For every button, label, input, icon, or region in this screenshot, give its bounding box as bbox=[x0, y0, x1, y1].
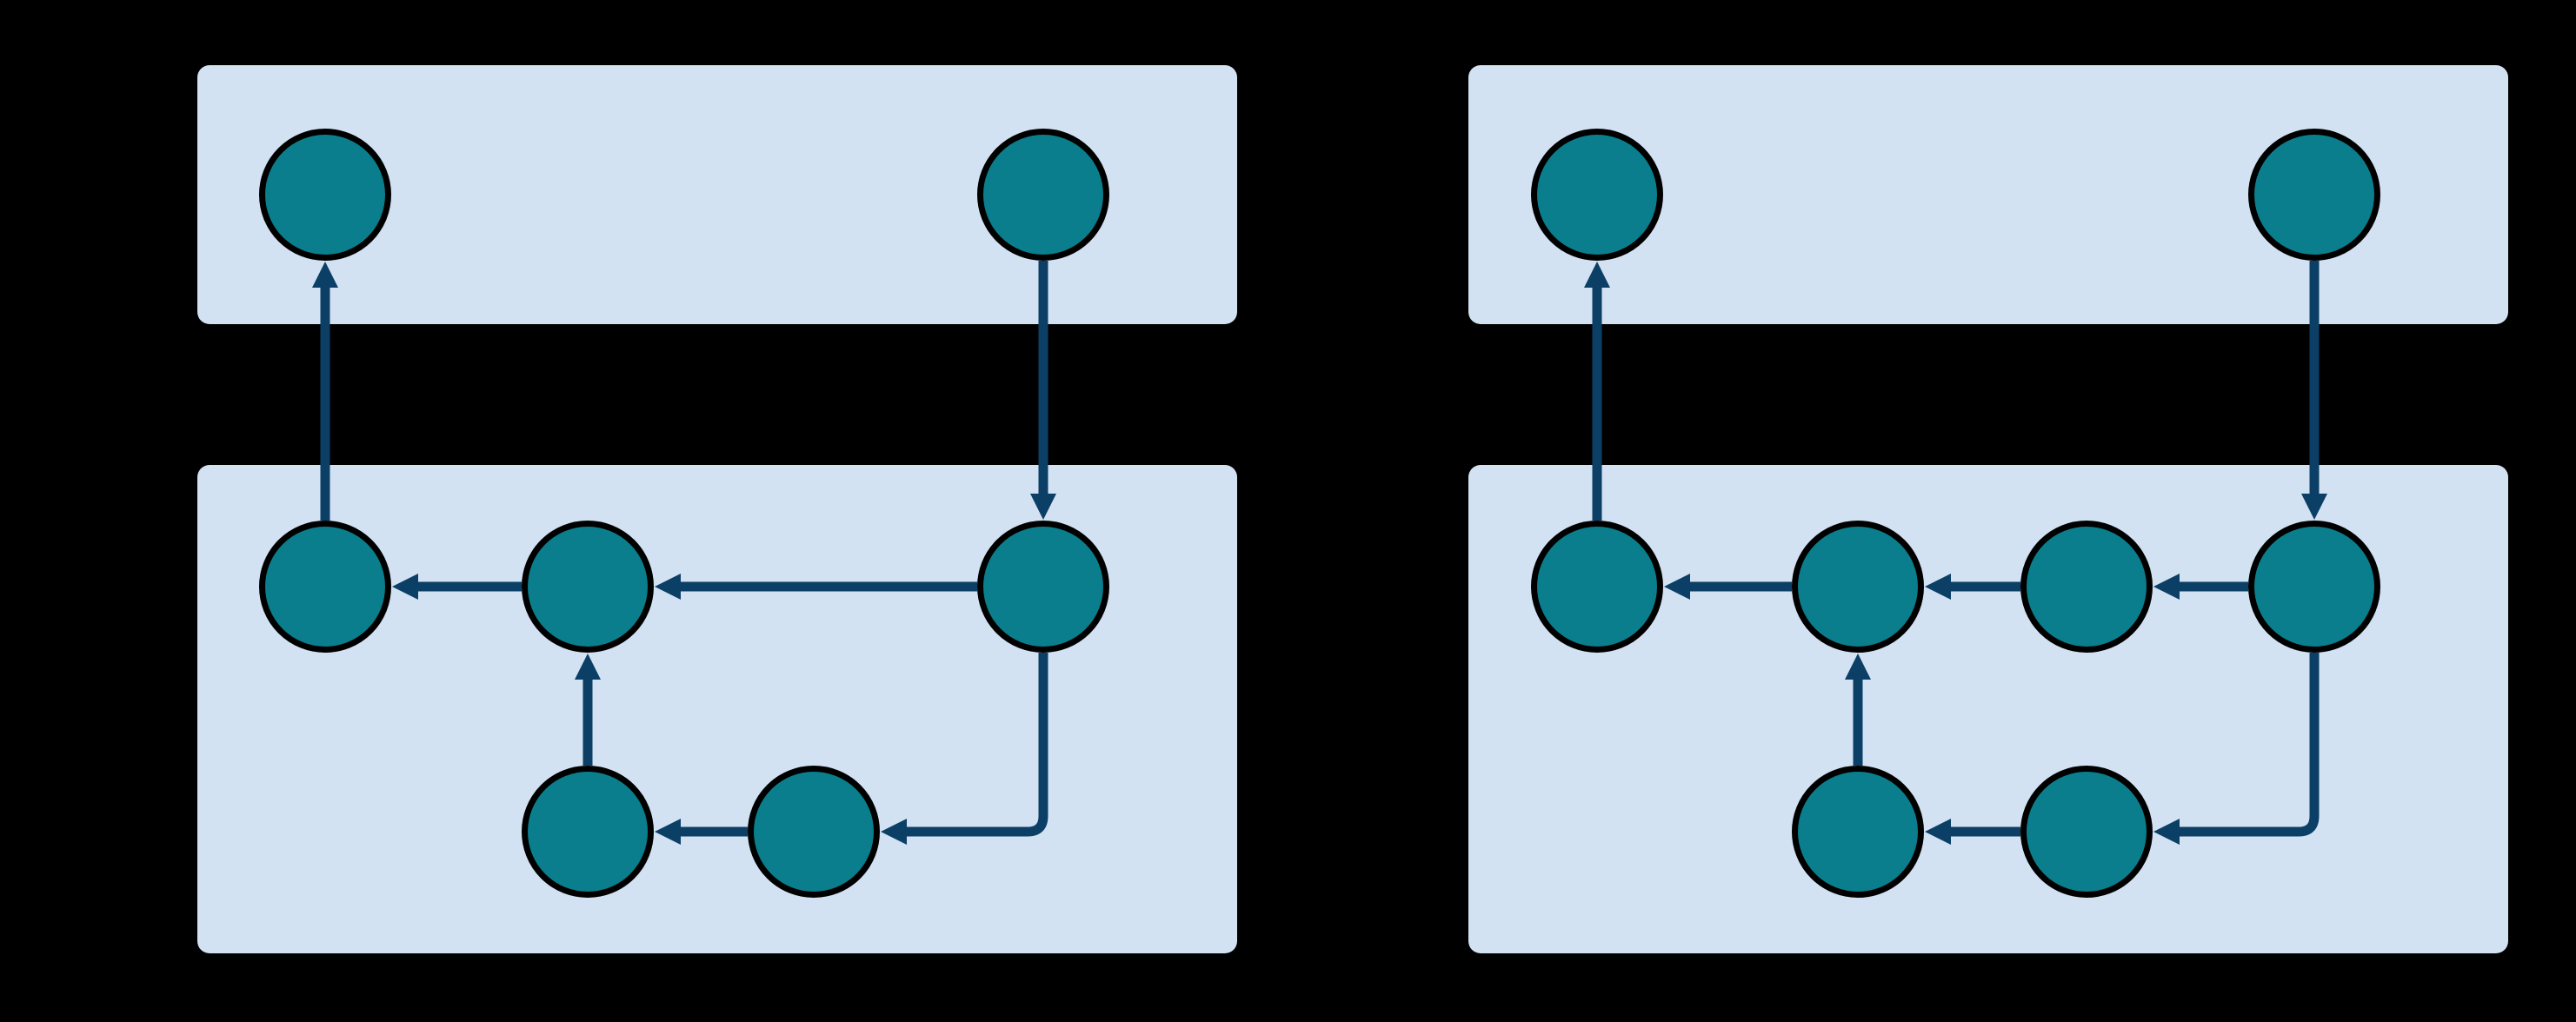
commit-node-right-top-2 bbox=[2248, 129, 2380, 261]
edge-arrow-left-row1-3-to-left-row2-2 bbox=[881, 653, 1048, 845]
commit-node-right-row1-4 bbox=[2248, 521, 2380, 653]
edge-arrow-right-row1-4-to-right-row2-2 bbox=[2153, 653, 2320, 845]
edge-arrow-left-row2-1-to-left-row1-2 bbox=[575, 654, 601, 766]
commit-node-right-row2-2 bbox=[2020, 766, 2153, 898]
right-top-lane-panel bbox=[1468, 65, 2508, 324]
commit-node-right-top-1 bbox=[1531, 129, 1663, 261]
edge-arrow-right-row1-1-to-right-top-1 bbox=[1584, 262, 1610, 521]
commit-node-right-row1-2 bbox=[1792, 521, 1924, 653]
edge-arrow-left-row1-3-to-left-row1-2 bbox=[655, 574, 977, 600]
edge-line bbox=[896, 653, 1048, 837]
edge-arrow-right-row1-4-to-right-row1-3 bbox=[2153, 574, 2248, 600]
arrowhead bbox=[1925, 819, 1951, 845]
arrowhead bbox=[2301, 494, 2327, 520]
arrowhead bbox=[2153, 819, 2180, 845]
edge-arrow-right-row1-3-to-right-row1-2 bbox=[1925, 574, 2020, 600]
edge-arrow-left-row1-1-to-left-top-1 bbox=[312, 262, 338, 521]
commit-node-right-row1-1 bbox=[1531, 521, 1663, 653]
arrowhead bbox=[392, 574, 418, 600]
arrowhead bbox=[1030, 494, 1056, 520]
commit-node-right-row1-3 bbox=[2020, 521, 2153, 653]
commit-node-left-row1-3 bbox=[977, 521, 1109, 653]
edge-arrow-left-row1-2-to-left-row1-1 bbox=[392, 574, 522, 600]
left-top-lane-panel bbox=[197, 65, 1237, 324]
arrowhead bbox=[312, 262, 338, 288]
arrowhead bbox=[1664, 574, 1690, 600]
edge-arrow-left-top-2-to-left-row1-3 bbox=[1030, 261, 1056, 520]
commit-node-left-top-1 bbox=[259, 129, 391, 261]
arrowhead bbox=[655, 574, 681, 600]
commit-node-left-row2-1 bbox=[522, 766, 654, 898]
commit-node-left-top-2 bbox=[977, 129, 1109, 261]
arrowhead bbox=[1845, 654, 1871, 680]
arrowhead bbox=[1584, 262, 1610, 288]
edge-arrow-left-row2-2-to-left-row2-1 bbox=[655, 819, 748, 845]
commit-node-left-row1-2 bbox=[522, 521, 654, 653]
arrowhead bbox=[2153, 574, 2180, 600]
edge-arrow-right-row1-2-to-right-row1-1 bbox=[1664, 574, 1792, 600]
commit-node-left-row1-1 bbox=[259, 521, 391, 653]
edge-line bbox=[2169, 653, 2320, 837]
arrowhead bbox=[655, 819, 681, 845]
commit-node-left-row2-2 bbox=[748, 766, 880, 898]
edge-arrow-right-row2-2-to-right-row2-1 bbox=[1925, 819, 2020, 845]
arrowhead bbox=[1925, 574, 1951, 600]
commit-node-right-row2-1 bbox=[1792, 766, 1924, 898]
edge-arrow-right-row2-1-to-right-row1-2 bbox=[1845, 654, 1871, 766]
arrowhead bbox=[575, 654, 601, 680]
edge-arrow-right-top-2-to-right-row1-4 bbox=[2301, 261, 2327, 520]
arrowhead bbox=[881, 819, 907, 845]
